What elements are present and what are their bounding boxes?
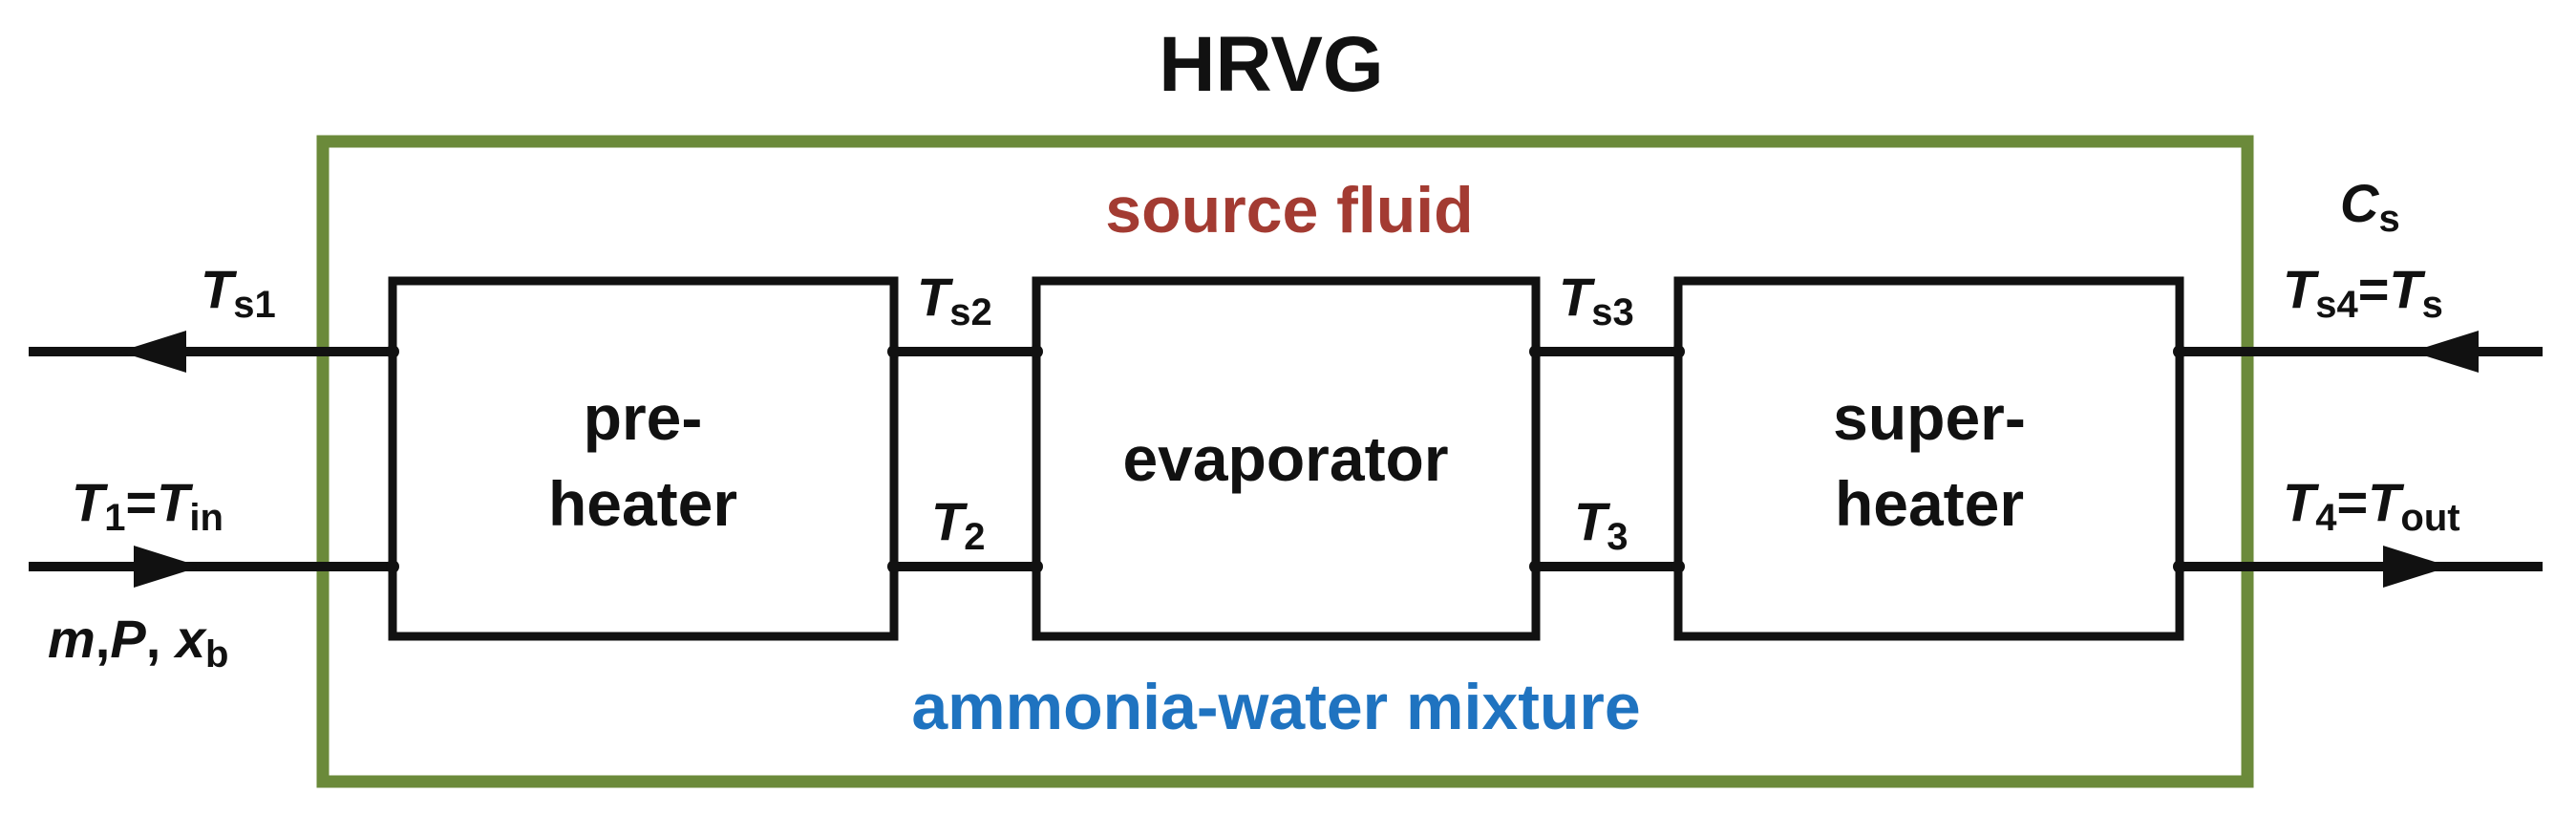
label-t1-var1: T (72, 472, 109, 532)
junction-dot (1671, 345, 1685, 358)
label-ts4-sub1: s4 (2315, 284, 2358, 326)
label-ts3-var: T (1559, 267, 1596, 327)
label-t1: T1=Tin (72, 472, 224, 539)
junction-dots (386, 345, 2186, 573)
superheater-block: super- heater (1673, 276, 2184, 641)
arrow-mixture-outlet (2383, 546, 2450, 588)
label-ts4-var2: T (2389, 259, 2426, 319)
junction-dot (1030, 560, 1043, 573)
junction-dot (386, 560, 399, 573)
label-ts3-sub: s3 (1591, 291, 1634, 333)
label-t2-var: T (931, 491, 969, 551)
label-ts2: Ts2 (917, 267, 992, 333)
label-t1-sub2: in (189, 497, 224, 539)
label-ts4: Ts4=Ts (2283, 259, 2443, 326)
diagram-title: HRVG (1159, 21, 1383, 108)
evaporator-label: evaporator (1122, 423, 1448, 494)
label-t3-var: T (1574, 491, 1611, 551)
label-ts4-var1: T (2283, 259, 2320, 319)
arrow-source-outlet (119, 331, 186, 373)
label-inlet-comma2: , (146, 609, 176, 669)
junction-dot (386, 345, 399, 358)
label-cs: Cs (2340, 173, 2400, 240)
preheater-box (388, 276, 899, 641)
label-ts1-sub: s1 (233, 284, 276, 326)
hrvg-frame (316, 135, 2254, 788)
label-ts1-var: T (201, 259, 238, 319)
label-t2: T2 (931, 491, 985, 558)
junction-dot (1529, 560, 1543, 573)
label-t3: T3 (1574, 491, 1628, 558)
label-inlet-p: P (110, 609, 146, 669)
label-t2-sub: 2 (964, 516, 985, 558)
label-t1-eq: = (125, 472, 157, 532)
arrow-source-inlet (2412, 331, 2479, 373)
label-t4: T4=Tout (2283, 472, 2460, 539)
label-ts3: Ts3 (1559, 267, 1634, 333)
label-t4-eq: = (2336, 472, 2368, 532)
label-t4-sub1: 4 (2315, 497, 2337, 539)
preheater-label-line2: heater (548, 468, 737, 539)
label-inlet-comma1: , (96, 609, 111, 669)
arrow-mixture-inlet (134, 546, 201, 588)
label-inlet-m: m (48, 609, 96, 669)
junction-dot (1030, 345, 1043, 358)
junction-dot (1529, 345, 1543, 358)
label-t1-var2: T (157, 472, 194, 532)
mixture-label: ammonia-water mixture (911, 671, 1640, 743)
evaporator-box (1032, 276, 1541, 641)
junction-dot (2173, 560, 2186, 573)
source-fluid-label: source fluid (1105, 174, 1473, 247)
label-t4-var1: T (2283, 472, 2320, 532)
label-inlet-x: x (173, 609, 208, 669)
label-t1-sub1: 1 (104, 497, 125, 539)
label-t4-sub2: out (2400, 497, 2459, 539)
label-ts4-sub2: s (2422, 284, 2443, 326)
junction-dot (1671, 560, 1685, 573)
preheater-block: pre- heater (388, 276, 899, 641)
label-ts4-eq: = (2358, 259, 2390, 319)
label-inlet-xsub: b (205, 633, 228, 676)
label-inlet-conditions: m,P, xb (48, 609, 228, 676)
label-cs-sub: s (2378, 198, 2399, 240)
flow-arrows (119, 331, 2479, 588)
label-t3-sub: 3 (1607, 516, 1628, 558)
label-ts1: Ts1 (201, 259, 276, 326)
label-cs-var: C (2340, 173, 2380, 233)
junction-dot (887, 345, 901, 358)
superheater-label-line1: super- (1833, 382, 2026, 453)
label-t4-var2: T (2368, 472, 2405, 532)
label-ts2-var: T (917, 267, 954, 327)
preheater-label-line1: pre- (584, 382, 703, 453)
junction-dot (887, 560, 901, 573)
evaporator-block: evaporator (1032, 276, 1541, 641)
junction-dot (2173, 345, 2186, 358)
superheater-label-line2: heater (1835, 468, 2024, 539)
superheater-box (1673, 276, 2184, 641)
label-ts2-sub: s2 (949, 291, 992, 333)
